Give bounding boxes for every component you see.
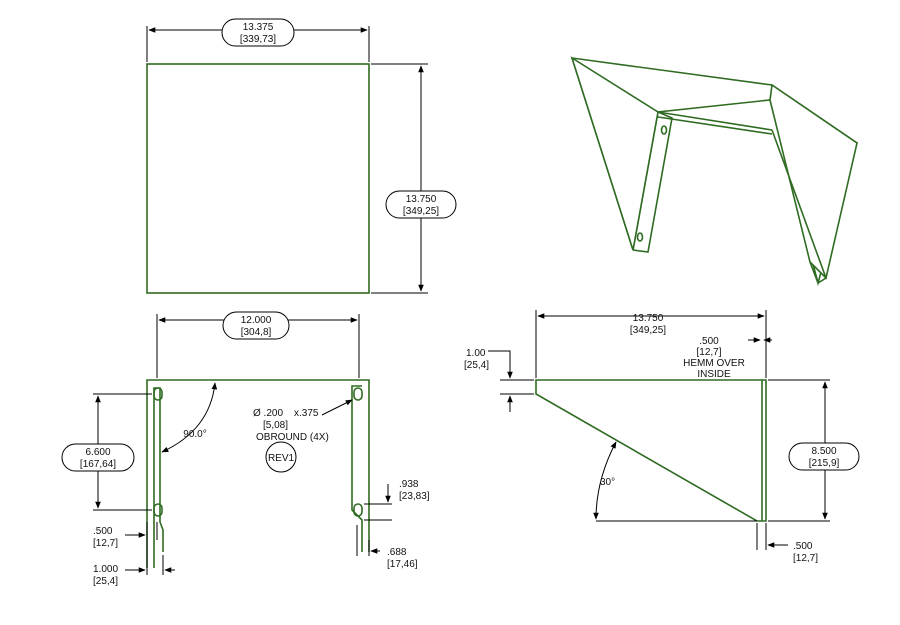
dimension-bubble <box>385 190 457 219</box>
iso-rear-edge <box>657 111 773 131</box>
hemm-imperial: .500 <box>699 336 719 347</box>
side-view: 13.750 [349,25] 1.00 [25,4] .500 [12,7] … <box>464 310 860 564</box>
iso-left-flange <box>632 111 673 253</box>
lip-leader <box>488 350 513 379</box>
hemm-metric: [12,7] <box>696 347 721 358</box>
hemm-note-line-2: INSIDE <box>697 369 731 380</box>
edge-offset-imperial: .500 <box>93 526 113 537</box>
front-outline <box>146 379 370 568</box>
front-width-metric: [304,8] <box>241 327 272 338</box>
slot-height-metric: [23,83] <box>399 491 430 502</box>
slot-height-imperial: .938 <box>399 479 419 490</box>
edge-offset-metric: [12,7] <box>93 538 118 549</box>
hole-diameter-metric: [5,08] <box>263 420 288 431</box>
front-angle-label: 90.0° <box>183 429 206 440</box>
hole-diameter-imperial: Ø .200 <box>253 408 283 419</box>
side-width-metric: [349,25] <box>630 325 666 336</box>
left-flange <box>153 387 164 568</box>
side-angle-arc <box>593 441 617 520</box>
iso-slot <box>660 125 668 135</box>
dimension-bubble <box>222 311 290 340</box>
slot-span-imperial: 6.600 <box>85 447 110 458</box>
iso-rear-hem <box>657 116 773 135</box>
front-view: 12.000 [304,8] 90.0° 6.600 [167,64] Ø .2… <box>61 311 430 587</box>
iso-right-flange-edge <box>809 261 819 284</box>
obround-slot <box>353 503 363 517</box>
iso-slot <box>636 232 644 242</box>
side-height-imperial: 8.500 <box>811 446 836 457</box>
right-flange <box>351 385 363 552</box>
revision-label: REV1 <box>268 453 295 464</box>
flange-imperial: 1.000 <box>93 564 118 575</box>
iso-right-flange <box>771 129 827 284</box>
obround-slot <box>353 387 363 401</box>
side-profile <box>535 379 767 522</box>
top-height-metric: [349,25] <box>403 206 439 217</box>
slot-offset-metric: [17,46] <box>387 559 418 570</box>
revision-bubble <box>265 441 297 473</box>
slot-note: OBROUND (4X) <box>256 432 329 443</box>
side-width-imperial: 13.750 <box>633 313 664 324</box>
dimension-bubble <box>61 443 135 472</box>
obround-slot <box>153 503 163 517</box>
side-angle-label: 30° <box>600 477 615 488</box>
slot-offset-imperial: .688 <box>387 547 407 558</box>
slot-span-metric: [167,64] <box>80 459 116 470</box>
iso-left-side-panel <box>570 56 659 251</box>
lip-metric: [25,4] <box>464 360 489 371</box>
angle-arc <box>161 382 218 453</box>
top-view-plate <box>146 63 370 294</box>
front-width-imperial: 12.000 <box>241 315 272 326</box>
lip-imperial: 1.00 <box>466 348 486 359</box>
bottom-imperial: .500 <box>793 541 813 552</box>
top-width-metric: [339,73] <box>240 34 276 45</box>
iso-right-side-panel <box>769 83 858 280</box>
flange-metric: [25,4] <box>93 576 118 587</box>
dimension-bubble <box>788 442 860 471</box>
isometric-view <box>570 56 858 287</box>
top-width-imperial: 13.375 <box>243 22 274 33</box>
side-height-metric: [215,9] <box>809 458 840 469</box>
bottom-metric: [12,7] <box>793 553 818 564</box>
hole-leader-line <box>321 399 353 416</box>
top-height-imperial: 13.750 <box>406 194 437 205</box>
hemm-note-line-1: HEMM OVER <box>683 358 745 369</box>
slot-length: x.375 <box>294 408 319 419</box>
top-view: 13.375 [339,73] 13.750 [349,25] <box>146 18 457 294</box>
dimension-bubble <box>221 18 295 47</box>
